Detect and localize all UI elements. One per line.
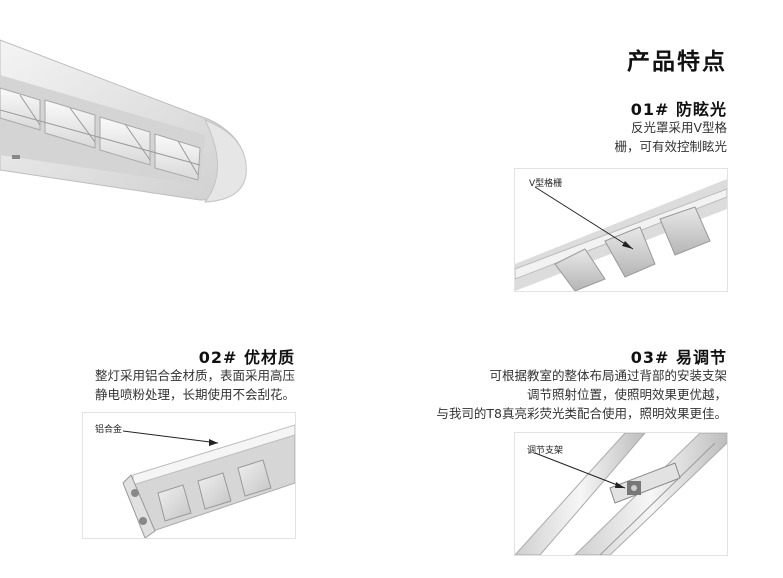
v-grille-illustration bbox=[515, 179, 727, 291]
feature-1-line: 栅，可有效控制眩光 bbox=[614, 139, 727, 154]
feature-3-line: 可根据教室的整体布局通过背部的安装支架 bbox=[489, 368, 727, 383]
hero-luminaire-image bbox=[0, 39, 247, 203]
feature-1-callout: V型格栅 bbox=[529, 179, 563, 189]
feature-3-photo: 调节支架 bbox=[514, 432, 728, 556]
feature-2-line: 静电喷粉处理，长期使用不会刮花。 bbox=[94, 387, 295, 402]
feature-2-title: 02# 优材质 bbox=[198, 348, 295, 367]
aluminum-luminaire-illustration bbox=[122, 424, 295, 538]
bracket-illustration bbox=[515, 433, 727, 555]
feature-1-description: 反光罩采用V型格 栅，可有效控制眩光 bbox=[614, 118, 727, 156]
feature-3-title: 03# 易调节 bbox=[630, 348, 727, 367]
section-heading: 产品特点 bbox=[627, 49, 727, 75]
feature-3-line: 调节照射位置，使照明效果更优越， bbox=[526, 387, 727, 402]
feature-1-line: 反光罩采用V型格 bbox=[630, 120, 727, 135]
feature-1-photo: V型格栅 bbox=[514, 168, 728, 292]
feature-1-title: 01# 防眩光 bbox=[630, 100, 727, 119]
feature-2-line: 整灯采用铝合金材质，表面采用高压 bbox=[94, 368, 295, 383]
feature-3-callout: 调节支架 bbox=[527, 446, 564, 456]
feature-3-description: 可根据教室的整体布局通过背部的安装支架 调节照射位置，使照明效果更优越， 与我司… bbox=[436, 366, 727, 423]
feature-2-callout: 铝合金 bbox=[95, 425, 123, 435]
feature-3-line: 与我司的T8真亮彩荧光类配合使用，照明效果更佳。 bbox=[436, 406, 727, 421]
feature-2-description: 整灯采用铝合金材质，表面采用高压 静电喷粉处理，长期使用不会刮花。 bbox=[95, 366, 295, 404]
feature-2-photo: 铝合金 bbox=[82, 412, 296, 539]
